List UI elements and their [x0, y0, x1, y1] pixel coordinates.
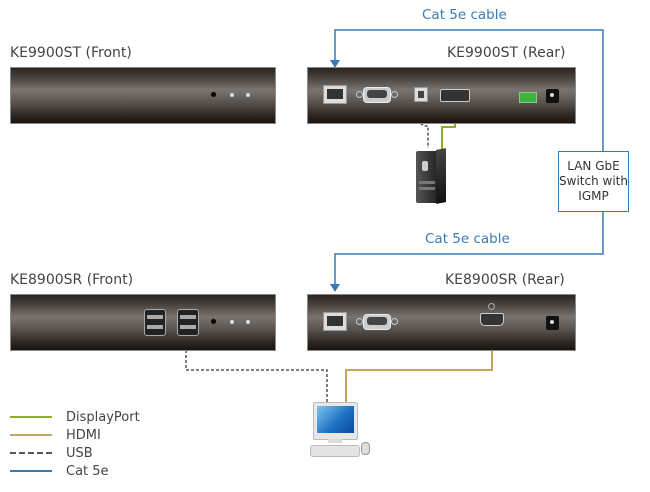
rx-front-label: KE8900SR (Front) [10, 272, 134, 288]
led-icon [230, 93, 234, 97]
switch-label-line-3: IGMP [578, 189, 609, 203]
tx-front-panel [10, 67, 276, 124]
legend-item-usb: USB [10, 445, 93, 461]
rj45-port-icon [323, 312, 347, 331]
displayport-port-icon [440, 89, 470, 102]
rx-rear-label: KE8900SR (Rear) [445, 272, 565, 288]
legend-label: Cat 5e [66, 463, 109, 479]
cat5e-cable-tx [334, 29, 604, 151]
tx-rear-label: KE9900ST (Rear) [447, 45, 566, 61]
hdmi-cable [345, 332, 493, 402]
led-icon [246, 320, 250, 324]
led-icon [211, 319, 216, 324]
usb-b-port-icon [414, 87, 428, 102]
terminal-block-icon [519, 92, 537, 103]
cable-label-bottom: Cat 5e cable [425, 231, 510, 247]
serial-port-icon [356, 87, 398, 103]
led-icon [211, 92, 216, 97]
tx-front-label: KE9900ST (Front) [10, 45, 132, 61]
arrow-down-icon [330, 60, 340, 68]
mouse-icon [361, 442, 370, 455]
legend-label: HDMI [66, 427, 101, 443]
usb-cable-rx [185, 340, 328, 402]
led-icon [230, 320, 234, 324]
lan-switch-box: LAN GbE Switch with IGMP [558, 151, 629, 212]
legend-swatch [10, 470, 52, 472]
led-icon [246, 93, 250, 97]
workstation-icon [309, 402, 370, 462]
power-jack-icon [546, 89, 559, 103]
legend-label: USB [66, 445, 93, 461]
tx-rear-panel [307, 67, 576, 124]
legend-swatch [10, 434, 52, 436]
switch-label-line-2: Switch with [559, 174, 628, 188]
pc-tower-icon [416, 148, 446, 205]
legend-item-cat5e: Cat 5e [10, 463, 109, 479]
screw-icon [488, 303, 495, 310]
arrow-down-icon [330, 284, 340, 292]
power-jack-icon [546, 316, 559, 330]
hdmi-port-icon [480, 313, 504, 326]
usb-a-port-icon [177, 309, 199, 336]
usb-a-port-icon [144, 309, 166, 336]
keyboard-icon [310, 445, 360, 457]
switch-label-line-1: LAN GbE [567, 159, 620, 173]
cat5e-cable-rx [334, 210, 604, 286]
legend-item-displayport: DisplayPort [10, 409, 140, 425]
rj45-port-icon [323, 85, 347, 104]
legend-item-hdmi: HDMI [10, 427, 101, 443]
rx-rear-panel [307, 294, 576, 351]
serial-port-icon [356, 314, 398, 330]
cable-label-top: Cat 5e cable [422, 7, 507, 23]
legend-swatch [10, 416, 52, 418]
legend-swatch [10, 452, 52, 454]
legend-label: DisplayPort [66, 409, 140, 425]
rx-front-panel [10, 294, 276, 351]
monitor-icon [313, 402, 358, 440]
